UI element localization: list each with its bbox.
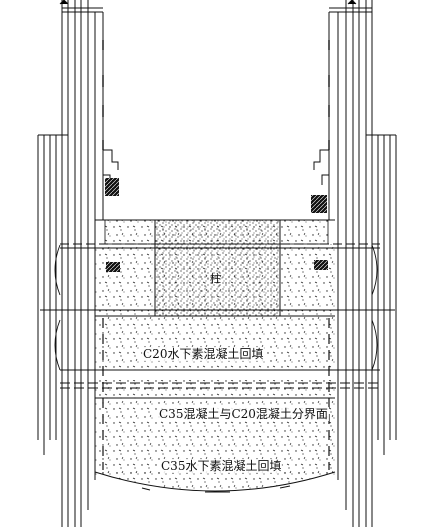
- left-wall: [62, 0, 119, 527]
- bearing-block-right-lower: [314, 260, 328, 270]
- core-mark-label: 柱: [210, 272, 221, 285]
- section-lines: [40, 219, 395, 399]
- bottom-ticks: [141, 485, 291, 493]
- right-wall: [313, 0, 372, 527]
- c35-backfill-label: C35水下素混凝土回填: [160, 459, 283, 473]
- bearing-block-right-upper: [311, 195, 327, 213]
- bearing-block-left-upper: [105, 178, 119, 196]
- bearing-block-left-lower: [106, 262, 120, 272]
- c20-backfill-label: C20水下素混凝土回填: [142, 347, 265, 361]
- backfill-zone-c20: [95, 310, 335, 370]
- left-pile: [37, 0, 68, 527]
- pile-bulges: [54, 244, 378, 371]
- core-column: [154, 219, 281, 317]
- dashed-verticals: [102, 318, 330, 470]
- bottom-arc: [94, 471, 336, 492]
- c35-c20-interface-label: C35混凝土与C20混凝土分界面: [158, 407, 329, 421]
- ground-marks: [59, 0, 357, 5]
- right-pile: [366, 0, 397, 527]
